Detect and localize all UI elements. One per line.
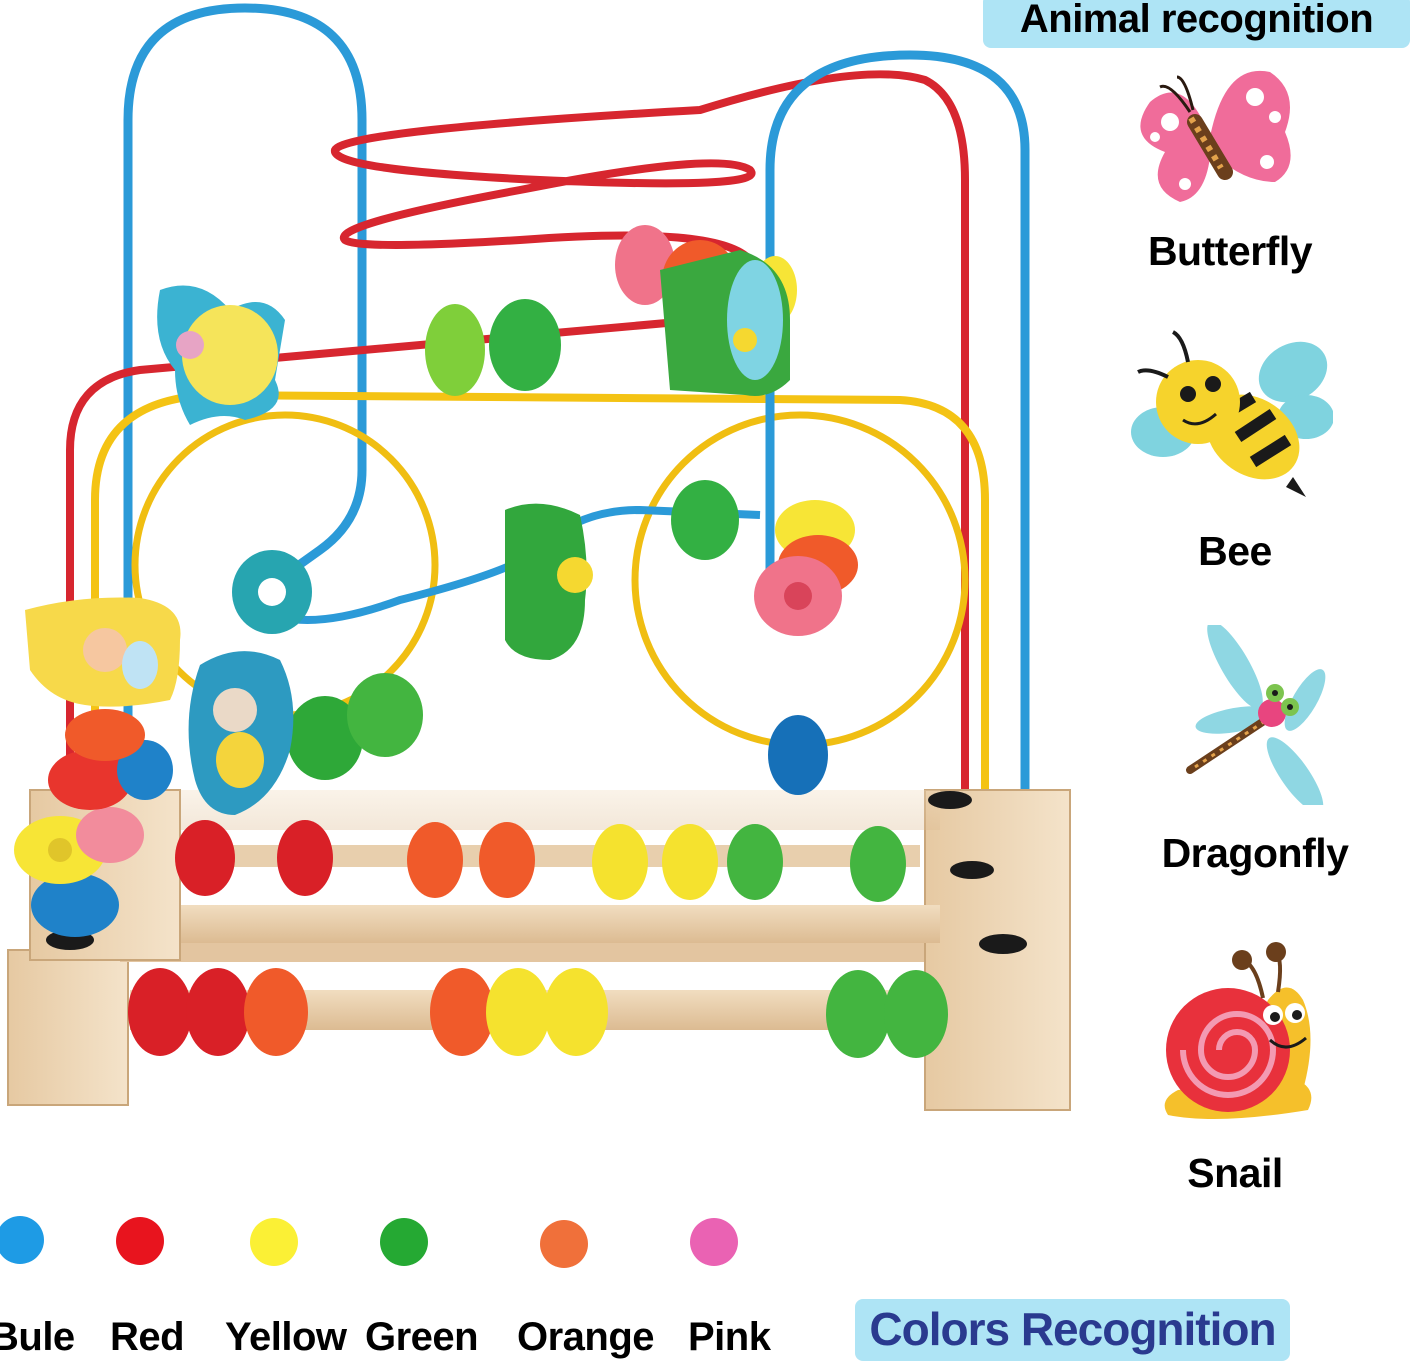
animal-recognition-banner	[983, 0, 1410, 48]
color-label-pink: Pink	[688, 1315, 771, 1359]
butterfly-icon	[1140, 70, 1291, 202]
dragonfly-icon	[1186, 625, 1326, 805]
color-swatch-pink	[690, 1218, 738, 1266]
colors-recognition-banner	[855, 1299, 1290, 1361]
color-label-blue: Bule	[0, 1315, 75, 1359]
animal-label-dragonfly: Dragonfly	[1161, 830, 1349, 876]
color-swatch-red	[116, 1217, 164, 1265]
bee-icon	[1131, 330, 1333, 497]
animal-recognition-title: Animal recognition	[1019, 0, 1374, 41]
color-swatch-green	[380, 1218, 428, 1266]
animal-label-butterfly: Butterfly	[1147, 228, 1313, 274]
colors-recognition-title: Colors Recognition	[869, 1303, 1276, 1355]
animal-label-snail: Snail	[1187, 1150, 1283, 1196]
color-label-yellow: Yellow	[225, 1315, 347, 1359]
snail-icon	[1164, 942, 1312, 1119]
color-swatch-blue	[0, 1216, 44, 1264]
color-label-red: Red	[110, 1315, 185, 1359]
color-swatch-yellow	[250, 1218, 298, 1266]
bead-maze-toy-image	[7, 3, 1071, 1111]
animal-label-bee: Bee	[1198, 528, 1272, 574]
color-swatch-orange	[540, 1220, 588, 1268]
color-label-orange: Orange	[517, 1315, 655, 1359]
color-label-green: Green	[365, 1315, 479, 1359]
